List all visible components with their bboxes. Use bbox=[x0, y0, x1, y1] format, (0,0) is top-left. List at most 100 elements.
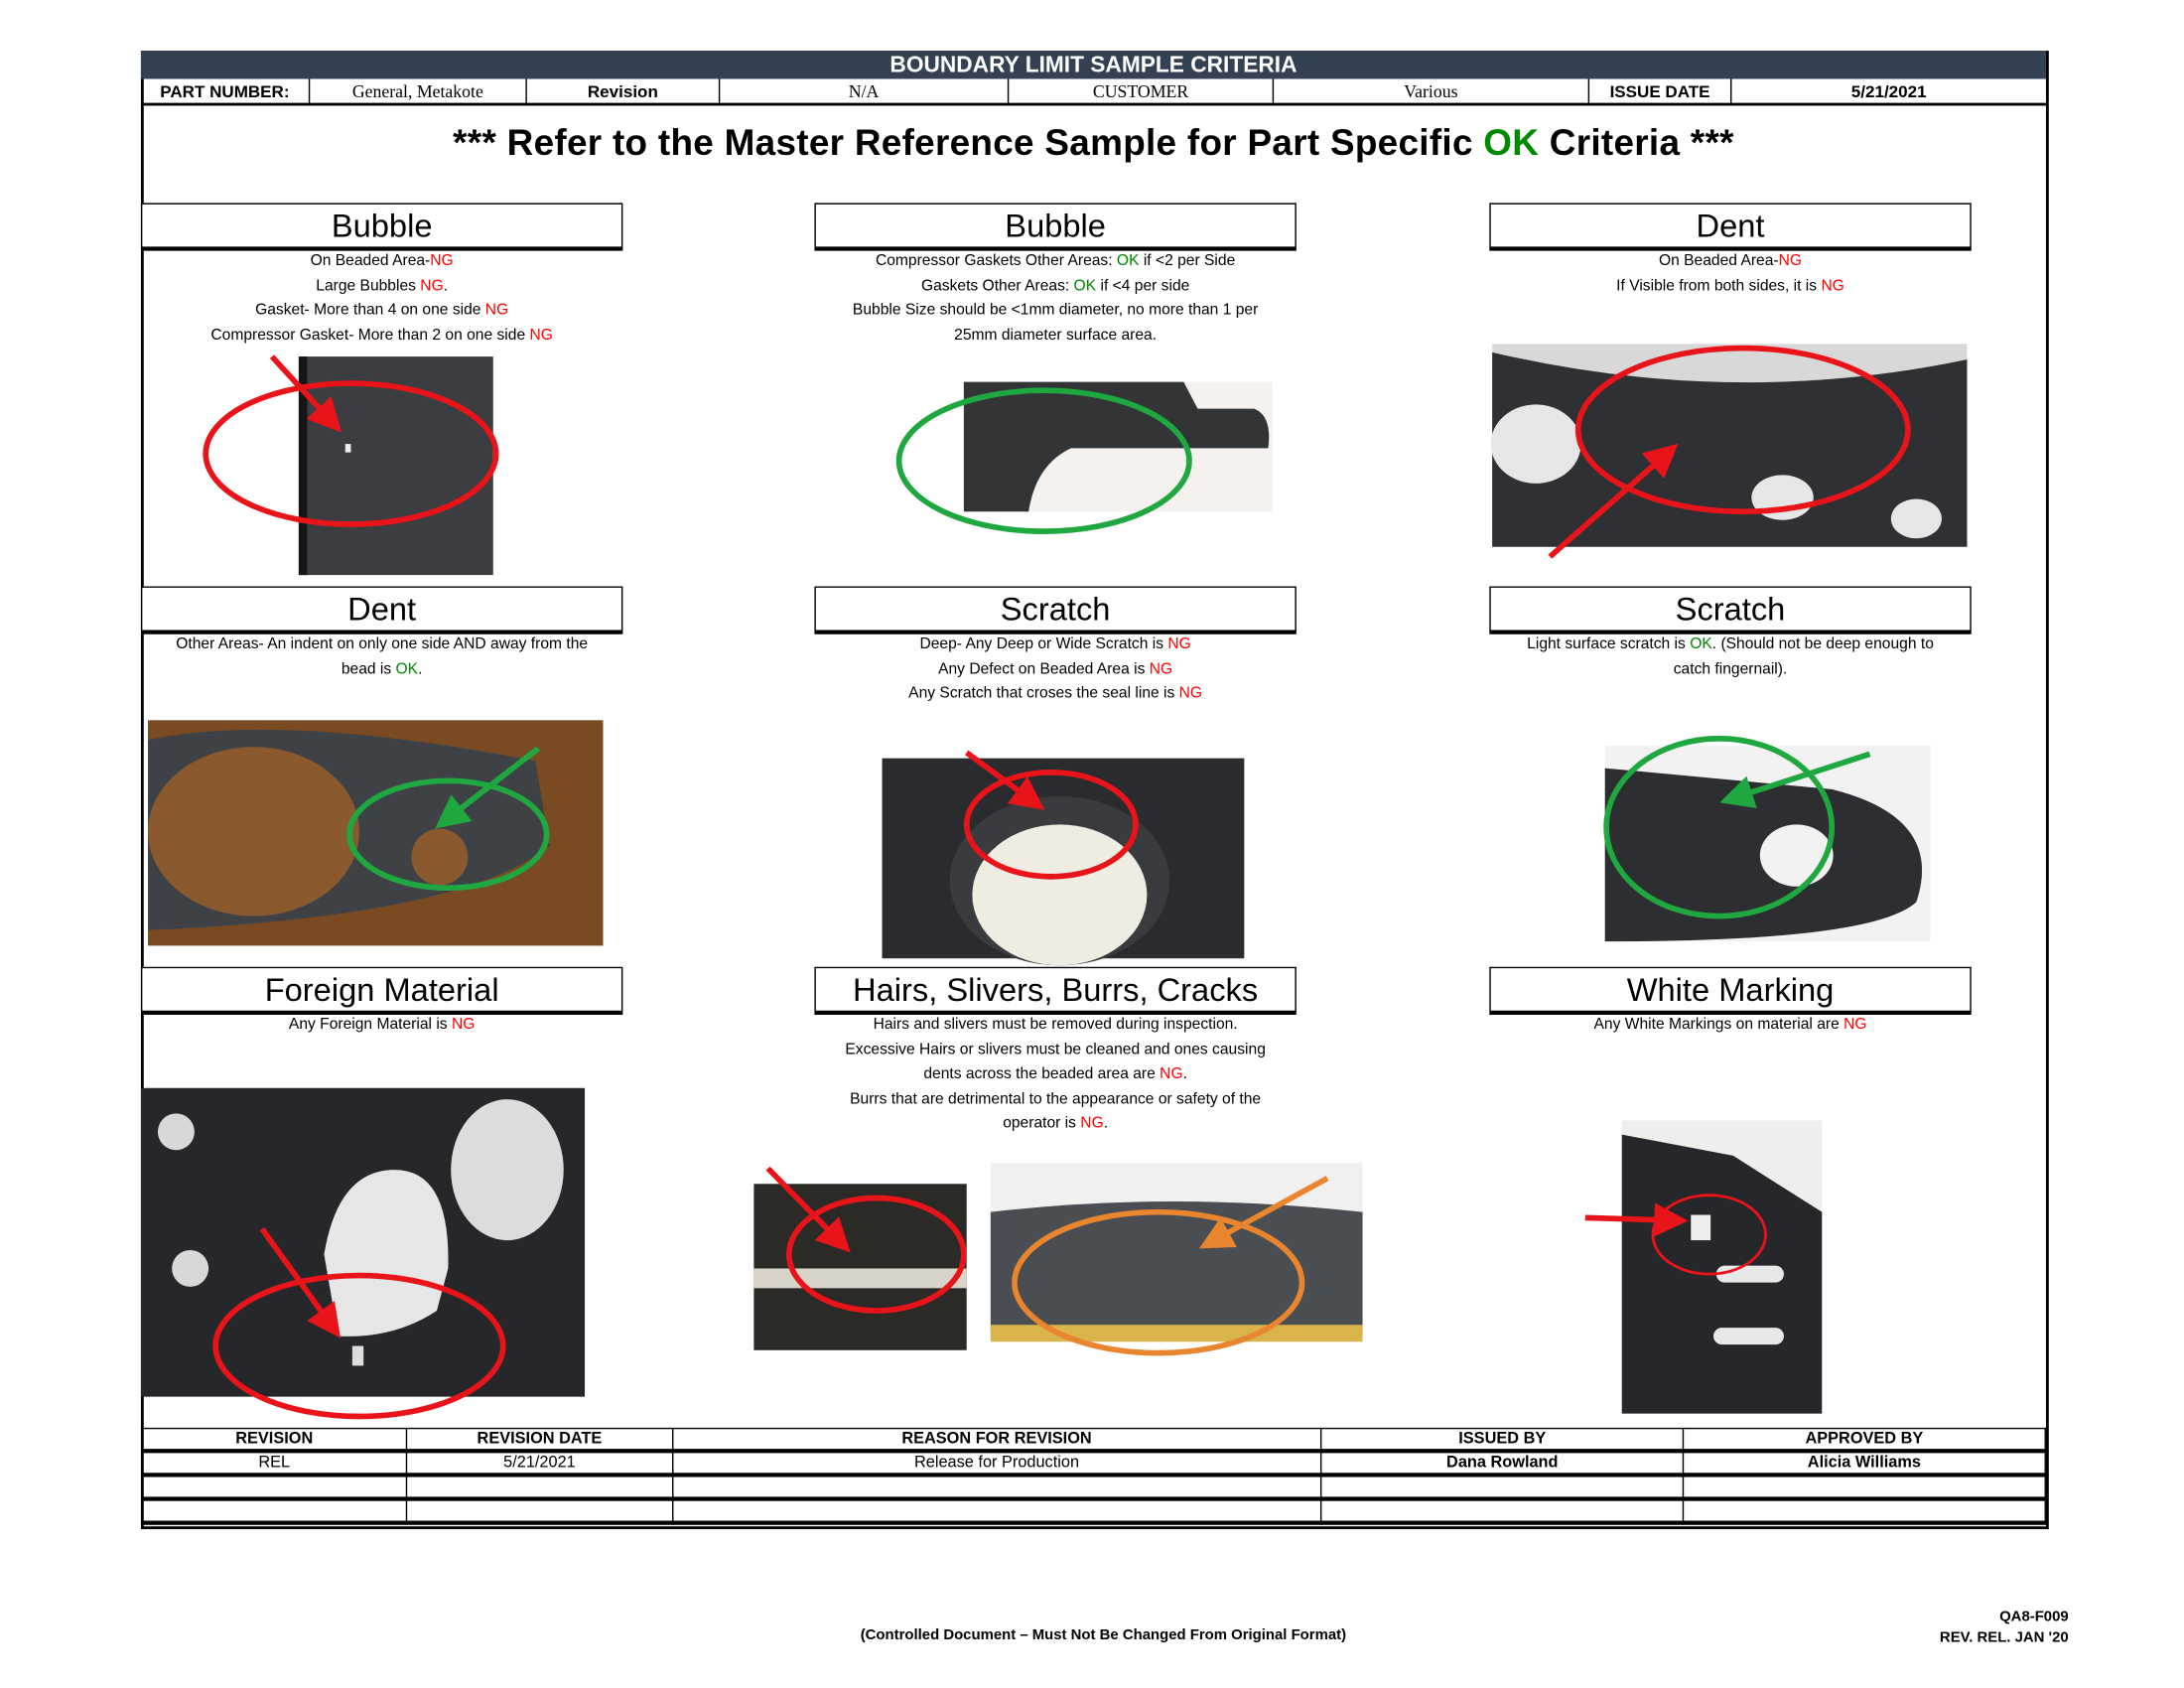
criteria-line: Other Areas- An indent on only one side … bbox=[128, 633, 635, 657]
criteria-text: On Beaded Area- bbox=[310, 252, 431, 270]
photo-hair-sliver bbox=[753, 1166, 967, 1350]
criteria-text: dents across the beaded area are bbox=[923, 1065, 1160, 1083]
criteria-line: Large Bubbles NG. bbox=[128, 274, 635, 299]
red-circle bbox=[212, 1272, 506, 1420]
cell bbox=[671, 1497, 1322, 1524]
criteria-line: Any Scratch that croses the seal line is… bbox=[802, 682, 1309, 707]
cell bbox=[1320, 1474, 1685, 1500]
criteria-line: Excessive Hairs or slivers must be clean… bbox=[802, 1038, 1309, 1062]
section-title-white-marking: White Marking bbox=[1489, 966, 1972, 1015]
ok-marker: OK bbox=[395, 659, 419, 678]
red-arrow bbox=[1548, 443, 1679, 559]
revision-label: Revision bbox=[527, 78, 721, 103]
ng-marker: NG bbox=[1821, 276, 1844, 294]
criteria-text: On Beaded Area- bbox=[1658, 252, 1779, 270]
criteria-line: Any Defect on Beaded Area is NG bbox=[802, 657, 1309, 682]
criteria-text: . bbox=[1103, 1114, 1109, 1132]
revision-value: N/A bbox=[720, 78, 1010, 103]
col-issued-by: ISSUED BY bbox=[1320, 1427, 1685, 1452]
table-row bbox=[140, 1474, 2046, 1500]
criteria-line: 25mm diameter surface area. bbox=[802, 324, 1309, 349]
ng-marker: NG bbox=[1080, 1114, 1104, 1132]
criteria-text: Bubble Size should be <1mm diameter, no … bbox=[852, 301, 1259, 319]
criteria-line: Hairs and slivers must be removed during… bbox=[802, 1014, 1309, 1039]
cell bbox=[1682, 1474, 2046, 1500]
col-approved-by: APPROVED BY bbox=[1682, 1427, 2046, 1452]
orange-arrow bbox=[1198, 1176, 1329, 1249]
section-criteria-white-marking: Any White Markings on material are NG bbox=[1477, 1014, 1984, 1039]
photo-bubble-other bbox=[895, 381, 1273, 534]
green-arrow bbox=[435, 746, 540, 829]
criteria-text: Excessive Hairs or slivers must be clean… bbox=[845, 1041, 1266, 1058]
table-row bbox=[140, 1497, 2046, 1524]
ng-marker: NG bbox=[451, 1016, 476, 1034]
photo-dent-beaded bbox=[1490, 344, 1968, 559]
section-title-foreign-material: Foreign Material bbox=[140, 966, 623, 1015]
section-title-bubble: Bubble bbox=[140, 203, 623, 251]
criteria-text: 25mm diameter surface area. bbox=[954, 326, 1158, 344]
red-circle bbox=[963, 769, 1139, 880]
red-circle bbox=[203, 380, 499, 527]
photo-scratch-light bbox=[1603, 735, 1931, 942]
section-title-hairs-slivers-burrs-cracks: Hairs, Slivers, Burrs, Cracks bbox=[814, 966, 1297, 1015]
ng-marker: NG bbox=[420, 276, 444, 294]
section-title-scratch: Scratch bbox=[1489, 586, 1972, 634]
photo-dent-other bbox=[148, 720, 604, 946]
criteria-line: On Beaded Area-NG bbox=[128, 249, 635, 274]
ng-marker: NG bbox=[1160, 1065, 1183, 1083]
green-circle bbox=[895, 387, 1192, 534]
criteria-text: Any Defect on Beaded Area is bbox=[938, 659, 1150, 678]
criteria-line: Any White Markings on material are NG bbox=[1477, 1014, 1984, 1039]
criteria-text: if <4 per side bbox=[1096, 276, 1190, 294]
issue-date-value: 5/21/2021 bbox=[1850, 81, 1927, 102]
criteria-text: Deep- Any Deep or Wide Scratch is bbox=[919, 635, 1168, 653]
photo-foreign-material bbox=[140, 1087, 586, 1420]
criteria-line: Deep- Any Deep or Wide Scratch is NG bbox=[802, 633, 1309, 657]
green-circle bbox=[1603, 735, 1836, 919]
criteria-text: Compressor Gaskets Other Areas: bbox=[875, 252, 1117, 270]
criteria-text: . bbox=[418, 659, 423, 678]
criteria-line: Compressor Gaskets Other Areas: OK if <2… bbox=[802, 249, 1309, 274]
criteria-text: Other Areas- An indent on only one side … bbox=[176, 635, 589, 653]
photo-white-marking bbox=[1584, 1120, 1823, 1414]
reference-banner: *** Refer to the Master Reference Sample… bbox=[141, 121, 2046, 165]
criteria-line: catch fingernail). bbox=[1477, 657, 1984, 682]
document-title: BOUNDARY LIMIT SAMPLE CRITERIA bbox=[140, 51, 2046, 79]
banner-ok: OK bbox=[1483, 121, 1540, 164]
customer-value: Various bbox=[1274, 78, 1590, 103]
criteria-line: Burrs that are detrimental to the appear… bbox=[802, 1087, 1309, 1112]
criteria-line: dents across the beaded area are NG. bbox=[802, 1062, 1309, 1087]
criteria-text: Large Bubbles bbox=[316, 276, 421, 294]
table-row: REL 5/21/2021 Release for Production Dan… bbox=[140, 1450, 2046, 1477]
cell bbox=[1320, 1497, 1685, 1524]
photo-bubble-beaded bbox=[203, 354, 499, 576]
criteria-text: Burrs that are detrimental to the appear… bbox=[850, 1089, 1262, 1107]
cell: Alicia Williams bbox=[1682, 1450, 2046, 1477]
cell bbox=[140, 1474, 408, 1500]
criteria-text: Any White Markings on material are bbox=[1593, 1016, 1844, 1034]
cell: REL bbox=[140, 1450, 408, 1477]
part-number-value: General, Metakote bbox=[310, 78, 527, 103]
green-circle bbox=[346, 777, 550, 892]
orange-circle bbox=[1012, 1208, 1305, 1356]
criteria-line: Gaskets Other Areas: OK if <4 per side bbox=[802, 274, 1309, 299]
cell bbox=[1682, 1497, 2046, 1524]
criteria-text: Any Scratch that croses the seal line is bbox=[908, 684, 1179, 702]
red-circle bbox=[1574, 345, 1911, 515]
criteria-line: Bubble Size should be <1mm diameter, no … bbox=[802, 299, 1309, 324]
section-title-bubble: Bubble bbox=[814, 203, 1297, 251]
section-title-dent: Dent bbox=[1489, 203, 1972, 251]
col-reason: REASON FOR REVISION bbox=[671, 1427, 1322, 1452]
ng-marker: NG bbox=[1149, 659, 1173, 678]
col-revision-date: REVISION DATE bbox=[406, 1427, 673, 1452]
criteria-text: Hairs and slivers must be removed during… bbox=[873, 1016, 1238, 1034]
section-criteria-hairs-slivers-burrs-cracks: Hairs and slivers must be removed during… bbox=[802, 1014, 1309, 1137]
info-row: PART NUMBER: General, Metakote Revision … bbox=[140, 78, 2046, 106]
green-arrow bbox=[1719, 751, 1871, 809]
ok-marker: OK bbox=[1116, 252, 1140, 270]
red-arrow bbox=[765, 1166, 851, 1253]
